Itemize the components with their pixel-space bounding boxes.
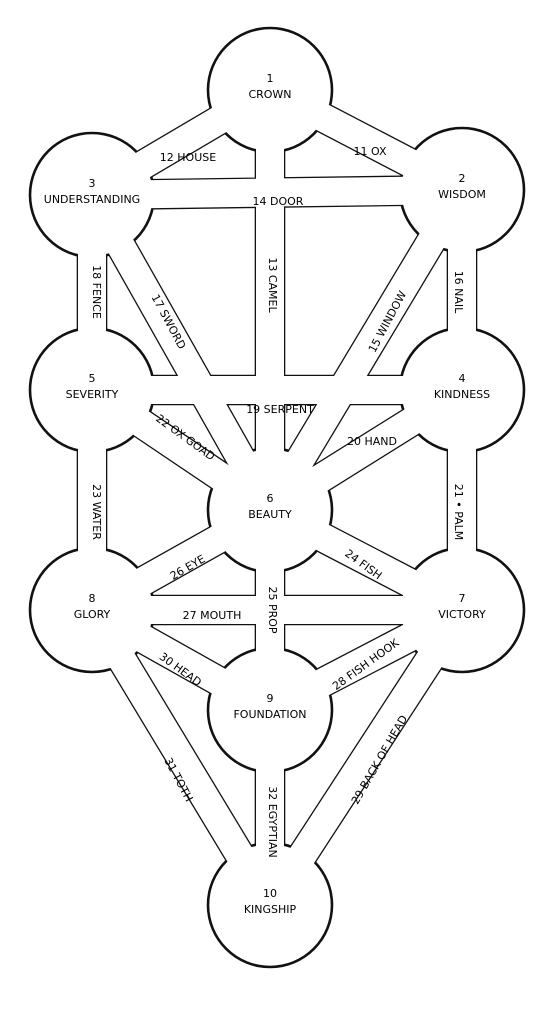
path-label-p32: 32 EGYPTIAN (266, 786, 279, 858)
sefira-5-number: 5 (89, 372, 96, 385)
sefira-3-name: UNDERSTANDING (44, 193, 140, 206)
sefira-8-number: 8 (89, 592, 96, 605)
sefira-3-number: 3 (89, 177, 96, 190)
path-label-p21: 21 • PALM (452, 484, 465, 541)
path-channel-fill-s3-s5 (79, 195, 105, 390)
sefira-4-number: 4 (459, 372, 466, 385)
sefira-1-name: CROWN (248, 88, 291, 101)
path-label-p18: 18 FENCE (90, 265, 103, 319)
sefira-6-name: BEAUTY (248, 508, 292, 521)
fill-pass (31, 29, 523, 966)
sefira-10-number: 10 (263, 887, 277, 900)
path-channel-fill-s4-s5 (92, 377, 462, 403)
path-label-p20: 20 HAND (347, 435, 397, 448)
path-label-p11: 11 OX (354, 145, 387, 158)
path-channel-fill-s7-s9 (264, 598, 468, 722)
path-channel-fill-s2-s6 (259, 183, 473, 517)
sefira-6-number: 6 (267, 492, 274, 505)
path-channel-fill-s9-s10 (257, 710, 283, 905)
path-channel-fill-s4-s7 (449, 390, 475, 610)
sefira-7-number: 7 (459, 592, 466, 605)
sefira-9-name: FOUNDATION (233, 708, 306, 721)
path-channel-fill-s8-s9 (85, 598, 277, 722)
path-label-p23: 23 WATER (90, 484, 103, 540)
path-channel-fill-s4-s6 (263, 379, 469, 521)
sefira-10-name: KINGSHIP (244, 903, 297, 916)
sefira-7-name: VICTORY (438, 608, 486, 621)
path-channel-fill-s2-s4 (449, 190, 475, 390)
path-label-p16: 16 NAIL (452, 271, 465, 314)
sefira-8-name: GLORY (74, 608, 111, 621)
path-label-p27: 27 MOUTH (183, 609, 242, 622)
path-channel-fill-s5-s8 (79, 390, 105, 610)
sefira-1-number: 1 (267, 72, 274, 85)
path-channel-fill-s1-s2 (264, 78, 468, 202)
path-channel-fill-s6-s8 (85, 498, 277, 622)
path-channel-fill-s3-s6 (80, 188, 282, 517)
path-label-p14: 14 DOOR (253, 195, 304, 208)
path-label-p12: 12 HOUSE (160, 151, 216, 164)
path-channel-fill-s6-s7 (264, 498, 468, 622)
path-label-p25: 25 PROP (266, 586, 279, 633)
sefira-9-number: 9 (267, 692, 274, 705)
path-label-p13: 13 CAMEL (266, 257, 279, 313)
tree-outline (28, 26, 526, 969)
path-channel-fill-s8-s10 (81, 603, 281, 912)
path-channel-fill-s7-s10 (259, 603, 473, 912)
sefira-4-name: KINDNESS (434, 388, 490, 401)
path-channel-fill-s5-s6 (84, 379, 278, 521)
path-label-p19: 19 SERPENT (246, 403, 314, 416)
sefira-5-name: SEVERITY (66, 388, 119, 401)
path-channel-fill-s1-s3 (85, 79, 277, 206)
path-channel-fill-s7-s8 (92, 597, 462, 623)
sefira-2-number: 2 (459, 172, 466, 185)
sefira-2-name: WISDOM (438, 188, 486, 201)
path-channel-fill-s2-s3 (91, 177, 463, 208)
